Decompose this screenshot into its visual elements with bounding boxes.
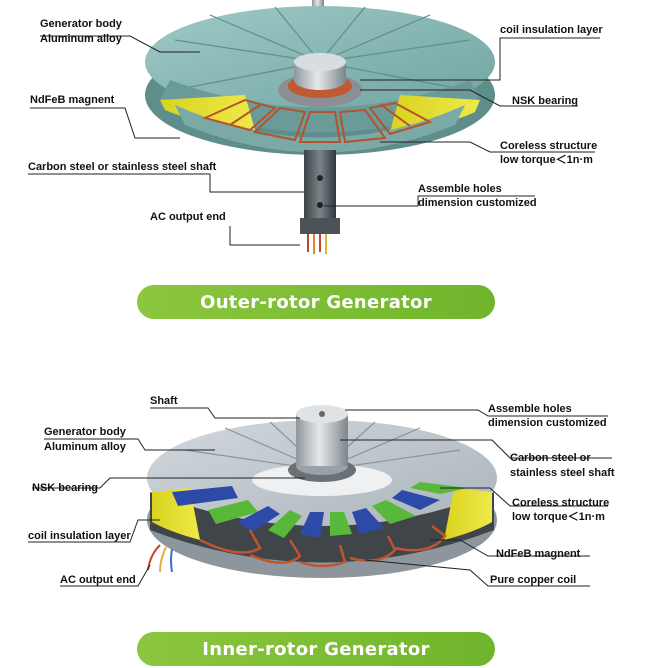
assemble-hole-1 <box>317 175 323 181</box>
inner-label-ndfeb-magnent: NdFeB magnent <box>496 548 581 560</box>
lower-shaft <box>304 150 336 222</box>
label-low-torque: low torque＜1n·m <box>500 154 593 166</box>
inner-label-assemble-holes: Assemble holes <box>488 403 572 415</box>
assemble-hole-2 <box>317 202 323 208</box>
inner-label-low-torque: low torque＜1n·m <box>512 511 605 523</box>
label-coil-insulation-layer: coil insulation layer <box>500 24 603 36</box>
label-ndfeb-magnent: NdFeB magnent <box>30 94 115 106</box>
stator-plate <box>175 105 465 153</box>
shaft-end <box>300 218 340 234</box>
inner-label-generator-body: Generator body <box>44 426 126 438</box>
label-nsk-bearing: NSK bearing <box>512 95 579 107</box>
label-assemble-holes: Assemble holes <box>418 183 502 195</box>
outer-leader-lines <box>28 35 600 246</box>
inner-assemble-hole <box>319 411 325 417</box>
outer-magnet-right <box>390 95 480 132</box>
inner-magnets <box>172 482 468 538</box>
outer-magnet-left <box>160 95 255 130</box>
copper-coils <box>202 98 433 144</box>
inner-copper-coils <box>199 525 447 568</box>
inner-label-dimension-customized: dimension customized <box>488 417 607 429</box>
label-dimension-customized: dimension customized <box>418 197 537 209</box>
outer-rotor-illustration <box>145 0 495 254</box>
inner-leader-lines <box>28 407 612 587</box>
label-shaft-material: Carbon steel or stainless steel shaft <box>28 161 217 173</box>
inner-rotor-illustration <box>147 405 497 578</box>
label-aluminum-alloy: Aluminum alloy <box>40 33 122 45</box>
inner-label-aluminum-alloy: Aluminum alloy <box>44 441 126 453</box>
hub-top <box>294 53 346 71</box>
label-ac-output-end: AC output end <box>150 211 226 223</box>
inner-label-stainless-shaft: stainless steel shaft <box>510 467 615 479</box>
inner-label-nsk-bearing: NSK bearing <box>32 482 99 494</box>
label-generator-body: Generator body <box>40 18 122 30</box>
inner-rotor-title: Inner-rotor Generator <box>137 632 495 666</box>
ac-output-wires <box>307 234 327 254</box>
inner-cavity <box>150 492 494 563</box>
inner-ac-wires <box>147 544 173 573</box>
inner-label-shaft: Shaft <box>150 395 178 407</box>
insulation-right <box>444 488 492 540</box>
inner-label-pure-copper-coil: Pure copper coil <box>490 574 577 586</box>
inner-label-ac-output-end: AC output end <box>60 574 136 586</box>
inner-label-coreless-structure: Coreless structure <box>512 497 610 509</box>
outer-rotor-title: Outer-rotor Generator <box>137 285 495 319</box>
label-coreless-structure: Coreless structure <box>500 140 598 152</box>
inner-label-carbon-steel: Carbon steel or <box>510 452 591 464</box>
inner-label-coil-insulation: coil insulation layer <box>28 530 131 542</box>
